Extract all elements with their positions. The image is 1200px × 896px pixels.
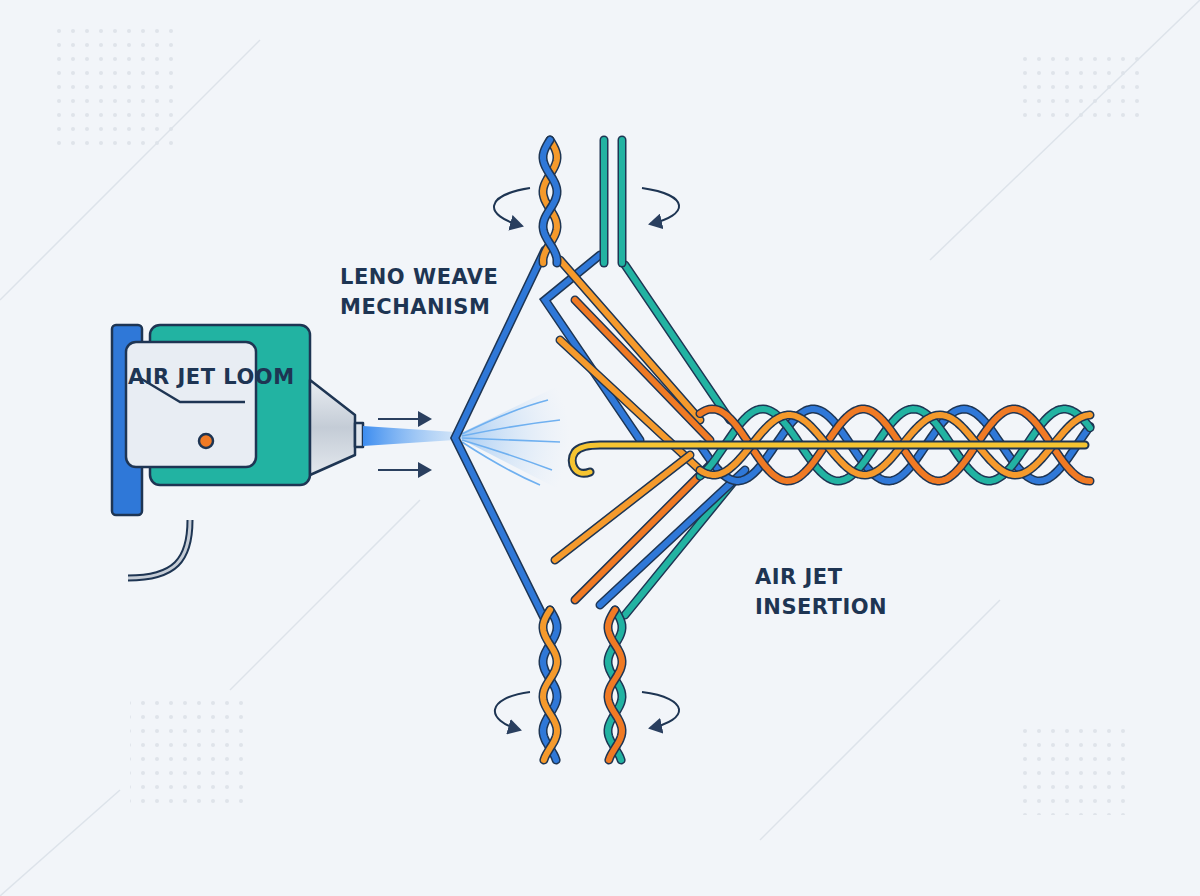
air-arrows	[378, 419, 430, 470]
yarn-strand	[608, 610, 622, 760]
dot-pattern	[55, 25, 175, 145]
yarn-strand	[608, 610, 622, 760]
weft-thread-outline	[572, 445, 1085, 473]
yarn-strand	[543, 140, 557, 263]
dot-pattern	[130, 700, 250, 810]
air-stream	[363, 426, 455, 446]
yarn-strand	[600, 140, 609, 263]
warp-strands	[455, 250, 745, 620]
yarn-strand	[543, 140, 557, 263]
weft-thread	[572, 445, 1085, 473]
yarn-strand	[543, 610, 557, 760]
yarn-strand	[601, 140, 607, 263]
device-label: AIR JET LOOM	[128, 362, 348, 392]
yarn-strand	[543, 140, 557, 263]
yarn-strand	[543, 610, 557, 760]
yarn-strand	[618, 140, 627, 263]
twisted-strands	[543, 140, 1090, 760]
air-jet-nozzle	[112, 325, 363, 578]
yarn-strand	[543, 610, 557, 760]
dot-pattern	[1020, 55, 1140, 125]
yarn-strand	[543, 140, 557, 263]
process-label: AIR JET INSERTION	[755, 562, 905, 622]
yarn-strand	[608, 610, 622, 760]
dot-pattern	[1020, 725, 1130, 815]
yarn-strand	[608, 610, 622, 760]
rotation-arrows	[494, 188, 679, 730]
yarn-strand	[543, 610, 557, 760]
mechanism-label: LENO WEAVE MECHANISM	[340, 262, 530, 322]
yarn-strand	[619, 140, 625, 263]
